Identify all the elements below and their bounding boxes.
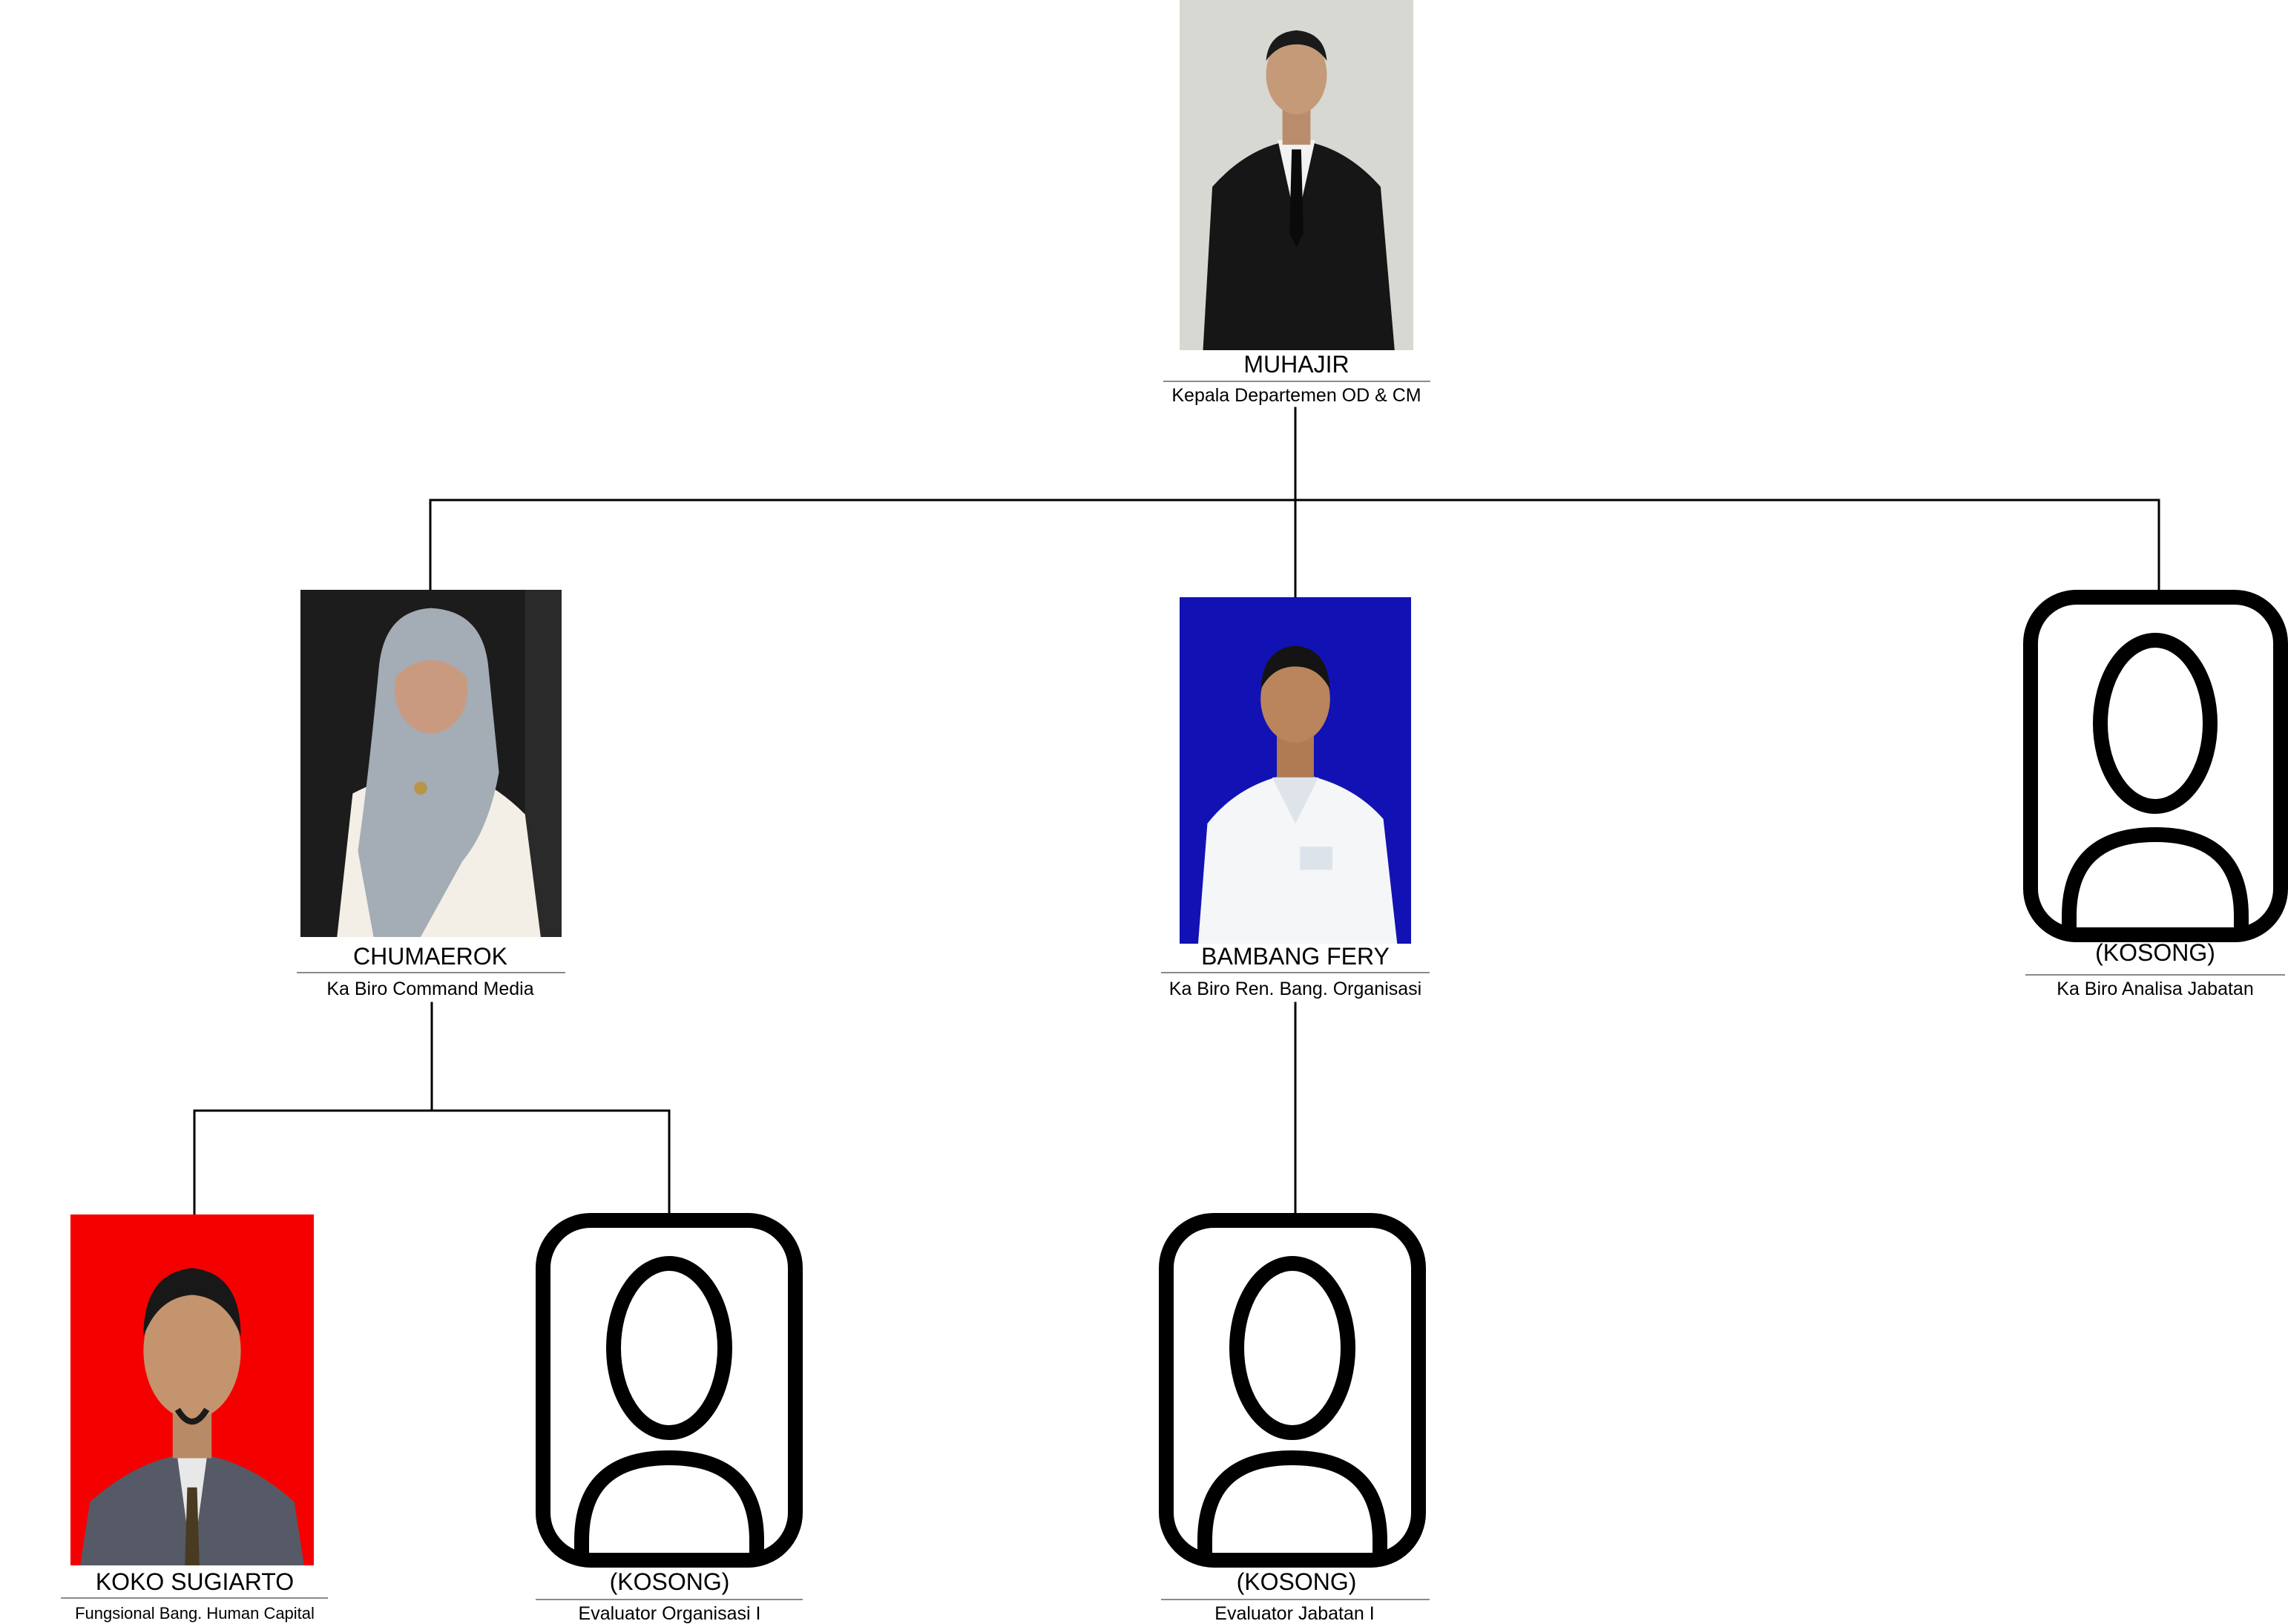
empty-avatar-icon <box>536 1213 803 1568</box>
name-divider <box>536 1599 803 1600</box>
person-photo-icon <box>70 1214 314 1565</box>
node-name: KOKO SUGIARTO <box>95 1568 295 1595</box>
name-divider <box>1161 1599 1430 1600</box>
person-photo-icon <box>300 590 562 937</box>
empty-avatar-icon <box>2023 590 2288 942</box>
node-title: Ka Biro Analisa Jabatan <box>2057 979 2254 999</box>
node-name: BAMBANG FERY <box>1201 943 1390 970</box>
person-photo-icon <box>1180 0 1413 350</box>
empty-avatar-icon <box>1159 1213 1426 1568</box>
name-divider <box>1163 381 1430 382</box>
name-divider <box>61 1597 328 1599</box>
node-name: (KOSONG) <box>1236 1568 1357 1595</box>
node-name: CHUMAEROK <box>352 943 507 970</box>
node-title: Evaluator Organisasi I <box>578 1603 761 1624</box>
node-title: Ka Biro Command Media <box>326 979 534 999</box>
person-photo-icon <box>1180 597 1411 944</box>
node-title: Ka Biro Ren. Bang. Organisasi <box>1168 979 1422 999</box>
node-title: Fungsional Bang. Human Capital <box>75 1604 315 1623</box>
node-name: (KOSONG) <box>2095 939 2215 966</box>
name-divider <box>2025 974 2285 976</box>
name-divider <box>297 972 565 973</box>
name-divider <box>1161 972 1430 973</box>
node-name: MUHAJIR <box>1243 351 1350 378</box>
node-name: (KOSONG) <box>609 1568 730 1595</box>
node-title: Evaluator Jabatan I <box>1214 1603 1375 1624</box>
node-title: Kepala Departemen OD & CM <box>1171 385 1421 406</box>
